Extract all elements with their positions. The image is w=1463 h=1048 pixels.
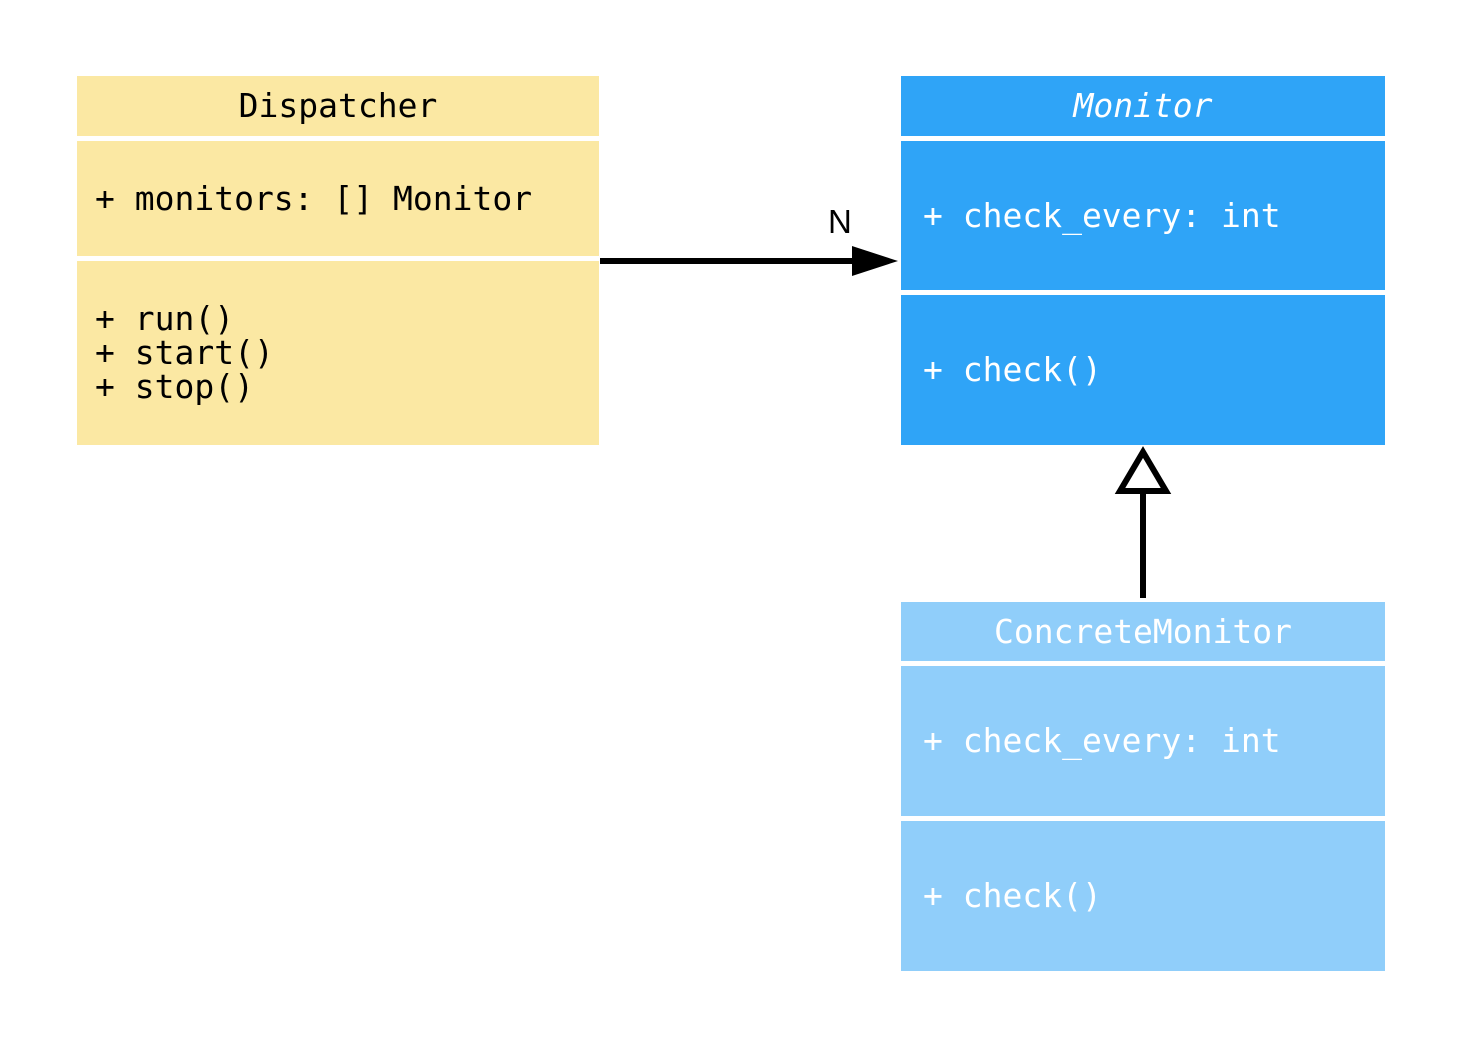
- method-line: + stop(): [95, 367, 254, 406]
- filled-arrowhead-icon: [852, 246, 898, 276]
- hollow-triangle-icon: [1114, 446, 1172, 494]
- class-attributes-monitor: + check_every: int: [901, 141, 1385, 290]
- class-box-concrete-monitor: ConcreteMonitor + check_every: int + che…: [901, 602, 1385, 971]
- association-multiplicity-label: N: [828, 203, 852, 240]
- class-box-monitor: Monitor + check_every: int + check(): [901, 76, 1385, 445]
- class-title-dispatcher: Dispatcher: [77, 76, 599, 136]
- method-line: + run(): [95, 299, 235, 338]
- method-line: + start(): [95, 333, 274, 372]
- attribute-line: + check_every: int: [923, 721, 1281, 760]
- inheritance-arrow: [1114, 446, 1172, 598]
- method-line: + check(): [923, 350, 1102, 389]
- association-arrow: [600, 246, 898, 276]
- class-attributes-dispatcher: + monitors: [] Monitor: [77, 141, 599, 256]
- class-title-concrete-monitor: ConcreteMonitor: [901, 602, 1385, 661]
- attribute-line: + monitors: [] Monitor: [95, 178, 533, 218]
- class-attributes-concrete-monitor: + check_every: int: [901, 666, 1385, 816]
- class-title-monitor: Monitor: [901, 76, 1385, 136]
- class-methods-dispatcher: + run() + start() + stop(): [77, 261, 599, 445]
- class-box-dispatcher: Dispatcher + monitors: [] Monitor + run(…: [77, 76, 599, 445]
- method-line: + check(): [923, 876, 1102, 915]
- attribute-line: + check_every: int: [923, 195, 1281, 235]
- class-methods-monitor: + check(): [901, 295, 1385, 445]
- class-methods-concrete-monitor: + check(): [901, 821, 1385, 971]
